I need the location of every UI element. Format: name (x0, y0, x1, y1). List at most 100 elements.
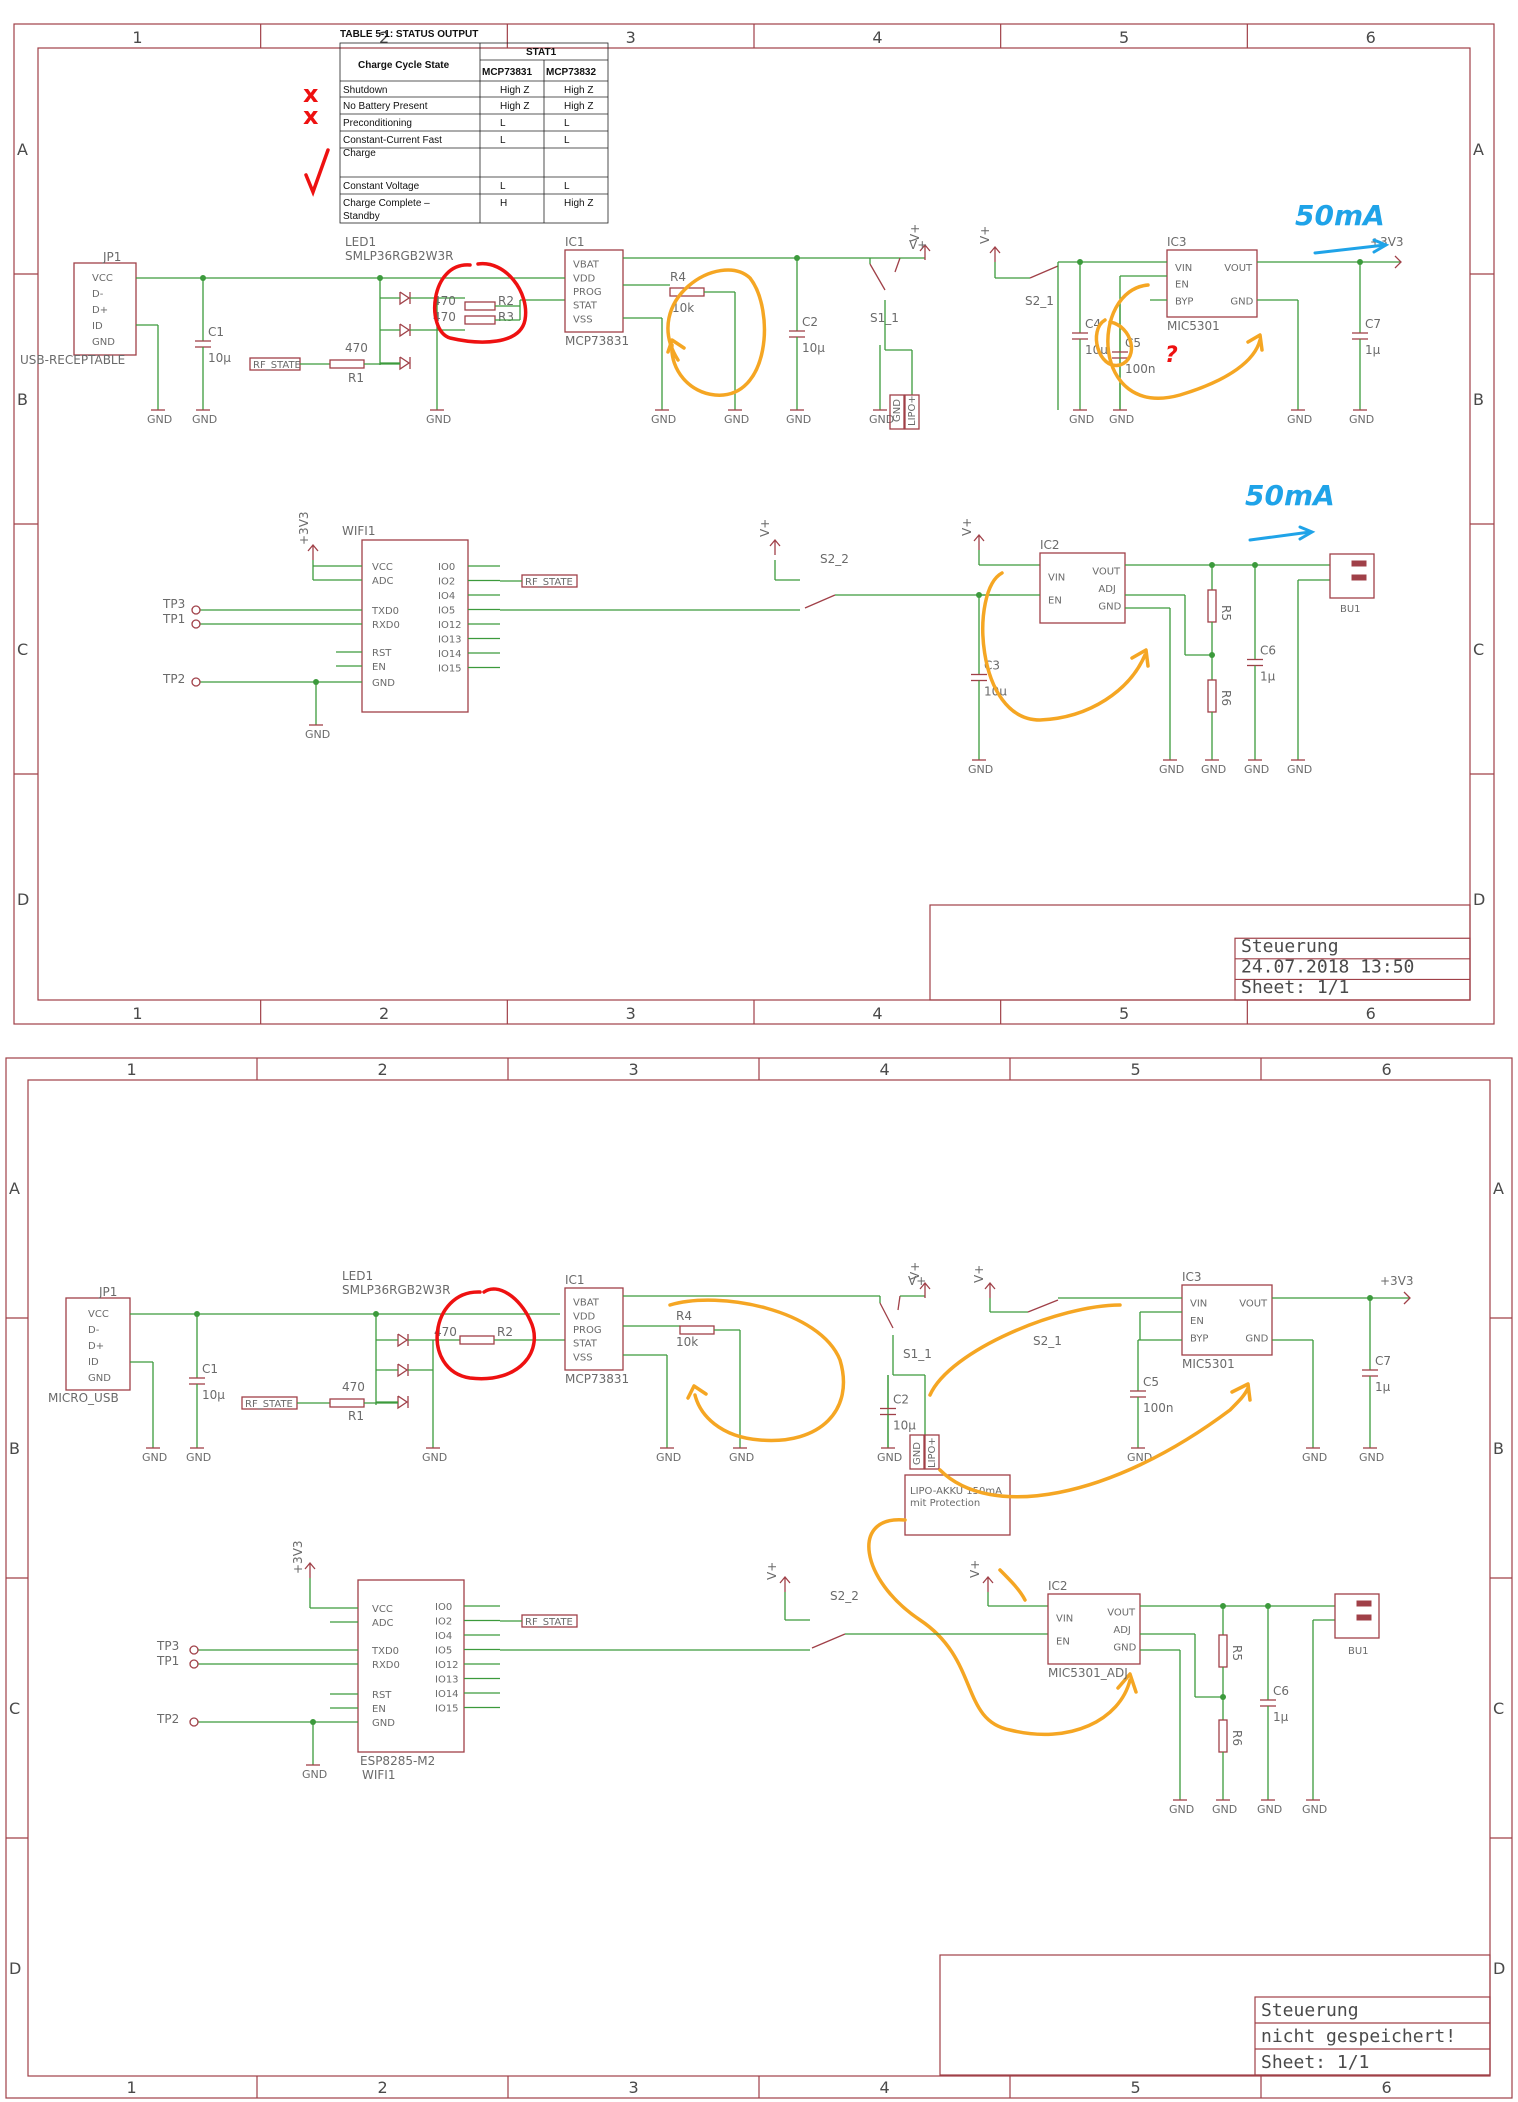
resistor (1207, 679, 1217, 713)
ground-label: GND (1257, 1803, 1282, 1816)
row-label-left: C (17, 640, 28, 659)
wifi-pin-right: IO4 (438, 591, 455, 602)
column-label-bottom: 4 (872, 1004, 882, 1023)
net-label-text: RF_STATE (245, 1399, 293, 1410)
ground-label: GND (1244, 763, 1269, 776)
resistor (459, 1335, 495, 1345)
ic-part-number: MIC5301 (1182, 1357, 1235, 1371)
table-cell-state: Charge Complete – (343, 198, 430, 209)
resistor-name: R2 (497, 1325, 513, 1339)
wifi-designator: WIFI1 (342, 524, 375, 538)
switch-name: S2_1 (1025, 294, 1054, 308)
orange-question-circle (1094, 318, 1134, 367)
resistor-value: 470 (434, 1325, 457, 1339)
blue-arrow (1313, 243, 1387, 255)
connector-part: MICRO_USB (48, 1391, 119, 1405)
table-cell-value: High Z (500, 101, 529, 112)
wifi-pin-right: IO2 (435, 1617, 452, 1628)
wifi-pin-left: RST (372, 1690, 392, 1701)
column-label-bottom: 5 (1131, 2078, 1141, 2097)
ground-label: GND (1212, 1803, 1237, 1816)
ic-pin-name: GND (1113, 1643, 1136, 1654)
row-label-left: B (9, 1439, 20, 1458)
connector-pin (1356, 1614, 1372, 1621)
net-label-text: RF_STATE (525, 1617, 573, 1628)
supply-arrow (989, 245, 1001, 254)
blue-arrow-head (1372, 238, 1390, 254)
column-label-bottom: 3 (626, 1004, 636, 1023)
current-annotation-mid: 50mA (1245, 479, 1335, 512)
switch-lever (1029, 265, 1059, 279)
table-cell-value: L (564, 118, 570, 129)
resistor-name: R1 (348, 1409, 364, 1423)
column-label-bottom: 5 (1119, 1004, 1129, 1023)
title-block-text: Steuerung (1261, 2000, 1359, 2021)
orange-arrow-head (1246, 333, 1264, 352)
ground-label: GND (656, 1451, 681, 1464)
ground-label: GND (729, 1451, 754, 1464)
capacitor-name: C1 (208, 325, 224, 339)
net-label-text: RF_STATE (525, 577, 573, 588)
table-cell-value: High Z (564, 85, 593, 96)
table-cell-value: High Z (564, 198, 593, 209)
wifi-pin-right: IO2 (438, 577, 455, 588)
question-mark: ? (1165, 343, 1178, 368)
ic-pin-name: BYP (1175, 296, 1193, 307)
blue-arrow-head (1298, 525, 1316, 541)
wifi-pin-left: EN (372, 1704, 386, 1715)
ground-label: GND (1287, 763, 1312, 776)
wifi-pin-right: IO15 (438, 664, 462, 675)
ic-pin-name: BYP (1190, 1334, 1208, 1345)
resistor-name: R2 (498, 294, 514, 308)
switch-lever (1027, 1299, 1059, 1313)
ic-pin-name: EN (1190, 1316, 1204, 1327)
wifi-pin-right: IO14 (435, 1689, 459, 1700)
resistor-value: 10k (672, 301, 694, 315)
row-label-left: C (9, 1699, 20, 1718)
resistor (1218, 1719, 1228, 1753)
orange-highlight-loop (1106, 283, 1262, 400)
supply-label: V+ (908, 1262, 922, 1280)
junction-dot (377, 275, 383, 281)
supply-arrow (307, 543, 319, 552)
supply-arrow-right (1394, 255, 1402, 269)
wifi-supply: +3V3 (297, 511, 311, 545)
ic-pin-name: STAT (573, 301, 598, 312)
test-point-pad (191, 677, 201, 687)
gnd-net-label (909, 1434, 925, 1470)
ic-body (1047, 1593, 1141, 1665)
column-label-bottom: 6 (1382, 2078, 1392, 2097)
capacitor-name: C6 (1260, 644, 1276, 658)
ic-designator: IC3 (1182, 1270, 1202, 1284)
lipo-box-text: mit Protection (910, 1498, 980, 1509)
ic-body (1166, 249, 1258, 318)
capacitor-name: C6 (1273, 1684, 1289, 1698)
switch-name: S2_2 (820, 552, 849, 566)
capacitor-value: 100n (1143, 1401, 1174, 1415)
ground-label: GND (1359, 1451, 1384, 1464)
table-cell-value: L (564, 181, 570, 192)
ic-pin-name: VIN (1056, 1613, 1073, 1624)
test-point: TP2 (162, 672, 185, 686)
led-diode (397, 1333, 409, 1348)
table-caption: TABLE 5-1: STATUS OUTPUT (340, 29, 478, 40)
supply-label: V+ (908, 224, 922, 242)
column-label-bottom: 2 (379, 1004, 389, 1023)
ic-designator: IC2 (1048, 1579, 1068, 1593)
resistor-value: 470 (345, 341, 368, 355)
test-point-pad (189, 1645, 199, 1655)
ground-label: GND (1201, 763, 1226, 776)
capacitor-value: 1µ (1273, 1710, 1289, 1724)
table-header-col2: MCP73832 (546, 67, 596, 78)
test-point: TP3 (162, 597, 185, 611)
ground-label: GND (1069, 413, 1094, 426)
ic-pin-name: STAT (573, 1339, 598, 1350)
ic-pin-name: ADJ (1098, 584, 1116, 595)
column-label-top: 1 (127, 1060, 137, 1079)
supply-text: V+ (909, 238, 927, 252)
connector-pin-name: VCC (88, 1309, 109, 1320)
connector-pin-name: ID (92, 321, 103, 332)
wifi-pin-right: IO13 (438, 635, 462, 646)
connector-pin-name: VCC (92, 273, 113, 284)
